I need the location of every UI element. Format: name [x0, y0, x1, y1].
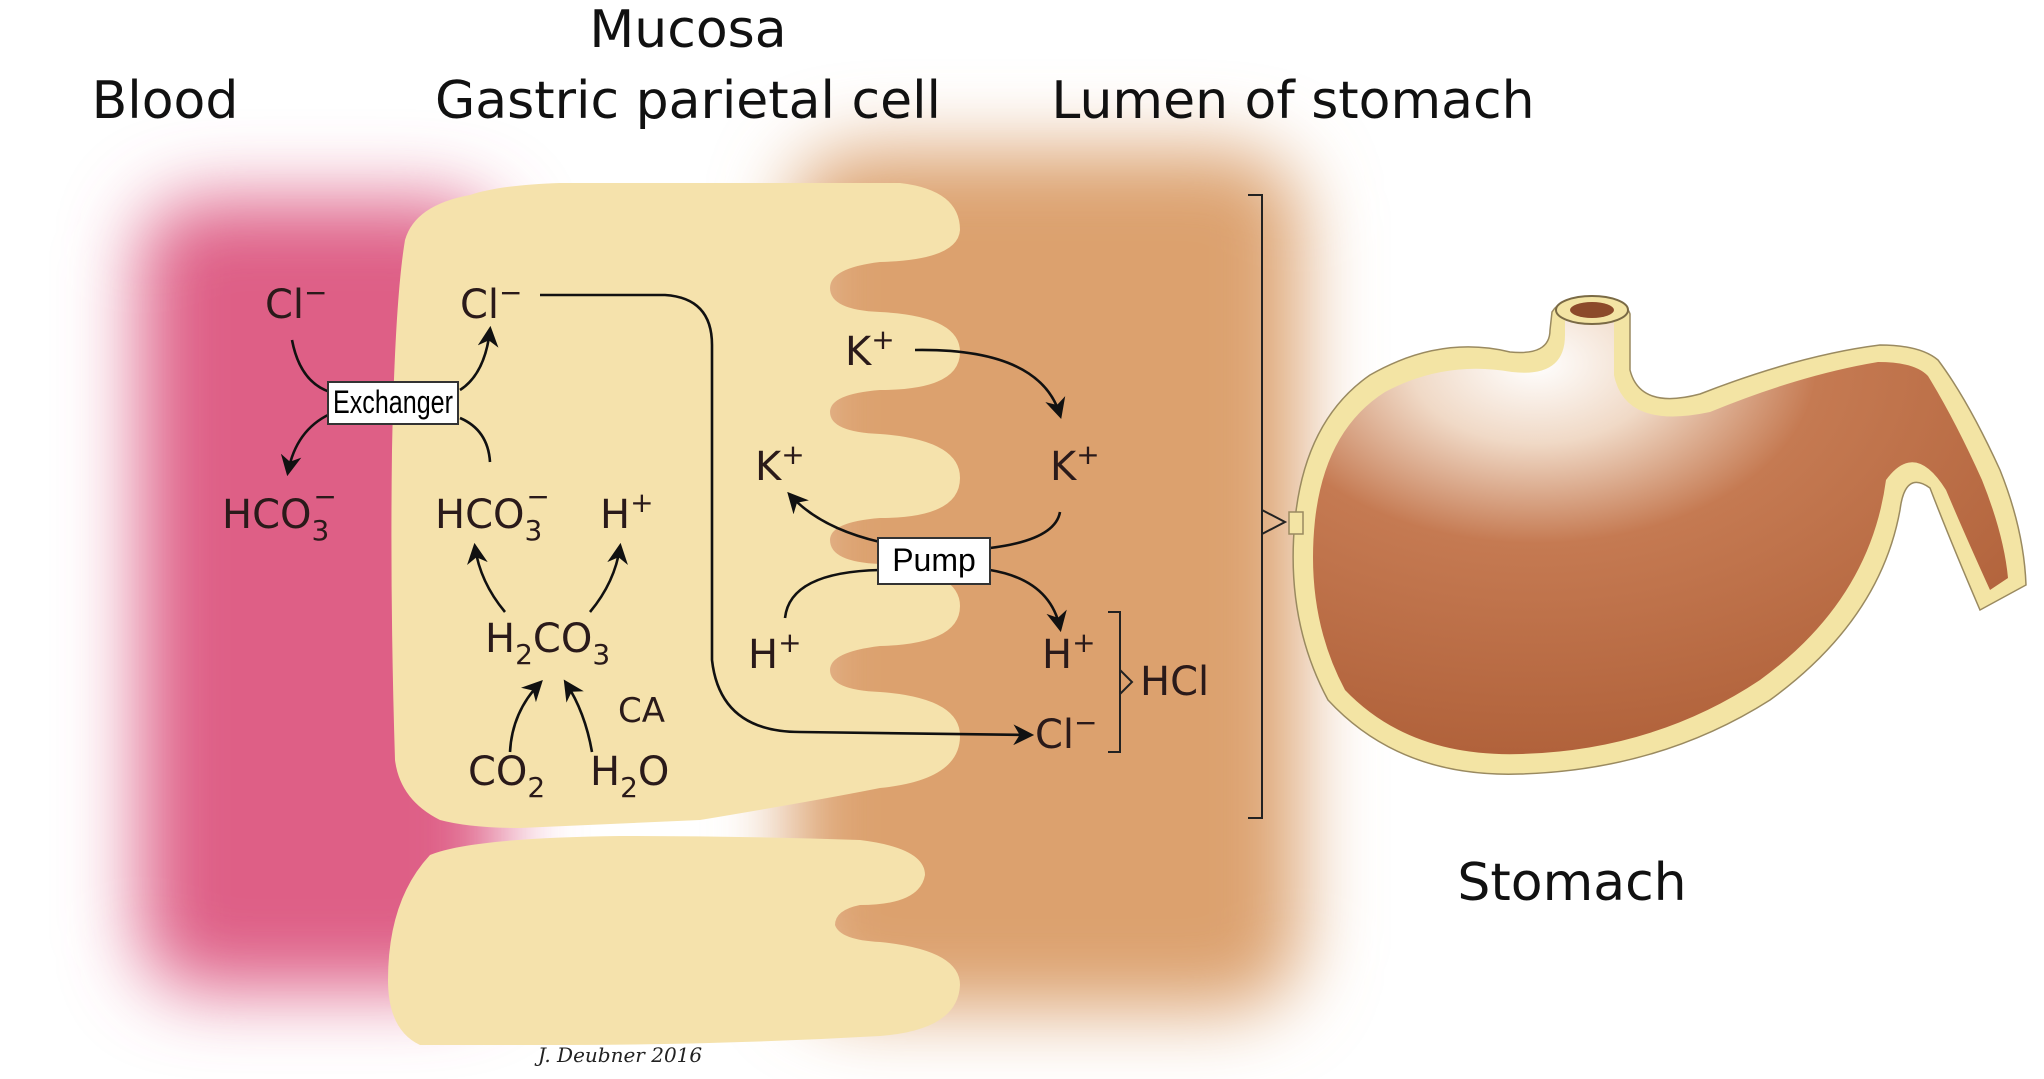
arrow-pump-to-lumen-h — [989, 568, 1067, 633]
lumen-potassium-top: K+ — [845, 323, 895, 375]
arrow-cell-hco3-to-exchanger — [459, 416, 492, 463]
water: H2O — [590, 749, 669, 804]
arrow-cl-to-lumen — [540, 293, 1035, 746]
blood-chloride: Cl− — [265, 276, 328, 328]
header-parietal-cell: Gastric parietal cell — [435, 71, 941, 131]
blood-bicarbonate: HCO3− — [222, 480, 337, 547]
arrow-cell-h-to-pump — [783, 568, 881, 619]
arrow-h2co3-to-hco3 — [467, 542, 506, 613]
carbon-dioxide: CO2 — [468, 749, 545, 804]
header-stomach: Stomach — [1457, 853, 1686, 913]
hcl-label: HCl — [1140, 659, 1209, 705]
lumen-potassium: K+ — [1050, 438, 1100, 490]
cell-potassium: K+ — [755, 438, 805, 490]
pump-label: Pump — [892, 542, 976, 578]
lumen-bracket — [1248, 194, 1288, 819]
exchanger-label: Exchanger — [333, 384, 453, 420]
arrow-lumen-k-to-pump — [989, 511, 1062, 550]
cell-chloride: Cl− — [460, 276, 523, 328]
header-blood: Blood — [92, 71, 239, 131]
arrow-co2-to-h2co3 — [508, 680, 543, 753]
stomach-illustration — [1288, 295, 2027, 775]
arrow-h2co3-to-h — [589, 542, 628, 613]
pump-box: Pump — [877, 537, 991, 585]
arrow-k-lumen — [914, 348, 1066, 419]
arrow-pump-to-cell-k — [787, 491, 881, 544]
cell-bicarbonate: HCO3− — [435, 480, 550, 547]
parietal-cell-lower — [388, 836, 960, 1045]
header-mucosa: Mucosa — [589, 0, 786, 60]
cell-proton-near-pump: H+ — [748, 626, 802, 678]
carbonic-acid: H2CO3 — [485, 616, 610, 671]
carbonic-anhydrase-label: CA — [618, 691, 665, 731]
exchanger-box: Exchanger — [327, 381, 459, 425]
lumen-proton: H+ — [1042, 626, 1096, 678]
esophagus-lumen — [1570, 302, 1614, 318]
header-lumen: Lumen of stomach — [1051, 71, 1534, 131]
arrow-exchanger-to-blood-hco3 — [280, 412, 331, 477]
stomach-wall-marker — [1288, 511, 1304, 535]
stomach-interior — [1313, 310, 2008, 755]
arrow-blood-cl-to-exchanger — [290, 339, 331, 394]
parietal-cell-upper — [391, 183, 960, 828]
artist-credit: J. Deubner 2016 — [534, 1043, 703, 1067]
hcl-bracket — [1108, 611, 1134, 753]
lumen-chloride: Cl− — [1035, 706, 1098, 758]
arrow-h2o-to-h2co3 — [563, 679, 594, 753]
arrow-exchanger-to-cell-cl — [459, 325, 499, 392]
cell-proton: H+ — [600, 486, 654, 538]
